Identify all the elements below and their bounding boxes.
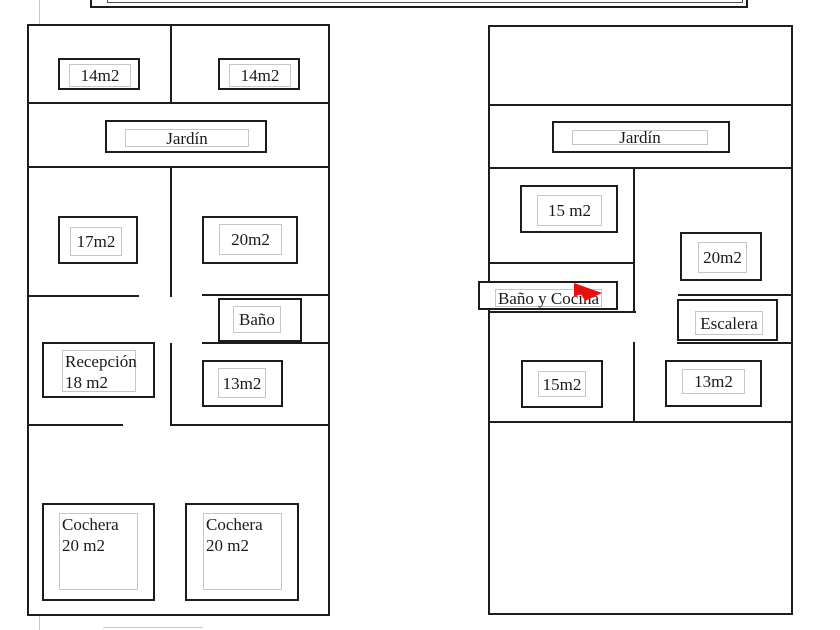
right-floor-plan-wall-7 [633,342,635,423]
right-floor-plan-wall-6 [677,342,793,344]
right-floor-plan-wall-1 [488,167,793,169]
label-text-room-20m2-right: 20m2 [703,248,742,267]
label-text-room-15m2-top: 15 m2 [548,201,591,220]
label-inner-room-13m2-right: 13m2 [682,369,745,394]
label-inner-bano: Baño [233,306,281,333]
bottom-left-guide [39,616,40,630]
left-floor-plan-wall-3 [170,166,172,297]
label-inner-room-17m2: 17m2 [70,227,122,256]
label-text-cochera-a: 20 m2 [62,536,105,555]
label-text-jardin-left: Jardín [166,128,208,148]
right-floor-plan-wall-5 [678,294,793,296]
label-text-cochera-b: Cochera [206,515,263,534]
label-text-room-13m2-right: 13m2 [694,372,733,391]
label-inner-cochera-b: Cochera 20 m2 [203,513,282,590]
label-text-cochera-a: Cochera [62,515,119,534]
right-floor-plan-wall-2 [633,167,635,312]
left-floor-plan-wall-0 [27,102,330,104]
label-inner-room-14m2-a: 14m2 [69,64,131,87]
label-inner-cochera-a: Cochera 20 m2 [59,513,138,590]
label-text-recepcion: 18 m2 [65,373,108,392]
left-floor-plan-wall-8 [27,424,123,426]
label-text-bano-y-cocina: Baño y Cocina [497,288,600,308]
label-text-room-14m2-a: 14m2 [80,66,120,85]
label-inner-room-14m2-b: 14m2 [229,64,291,87]
label-text-room-14m2-b: 14m2 [240,66,280,85]
label-inner-escalera: Escalera [695,311,763,335]
right-floor-plan-wall-3 [488,262,635,264]
left-floor-plan-wall-5 [202,294,330,296]
label-inner-room-20m2-right: 20m2 [698,242,747,273]
label-text-room-20m2-left: 20m2 [231,230,270,249]
label-text-cochera-b: 20 m2 [206,536,249,555]
red-cursor-arrow-icon [574,283,602,301]
top-text-frame-inner [107,0,743,3]
left-floor-plan-wall-6 [202,342,330,344]
label-text-jardin-right: Jardín [619,128,661,147]
left-floor-plan-wall-7 [170,343,172,426]
label-text-room-13m2-left: 13m2 [222,373,262,393]
label-box-room-13m2-right[interactable] [665,360,762,407]
label-inner-jardin-right: Jardín [572,128,708,147]
label-text-bano: Baño [239,310,275,329]
label-inner-room-20m2-left: 20m2 [219,224,282,255]
label-inner-room-13m2-left: 13m2 [218,368,266,398]
left-floor-plan-wall-9 [170,424,330,426]
left-floor-plan-wall-1 [170,24,172,104]
right-floor-plan-wall-4 [488,311,636,313]
label-text-room-15m2-bot: 15m2 [542,374,582,394]
right-floor-plan-wall-8 [488,421,793,423]
label-inner-room-15m2-top: 15 m2 [537,195,602,226]
label-text-room-17m2: 17m2 [76,232,116,251]
top-text-frame[interactable] [90,0,748,8]
label-inner-recepcion: Recepción 18 m2 [62,350,137,392]
label-text-escalera: Escalera [700,313,758,333]
left-floor-plan-wall-2 [27,166,330,168]
right-floor-plan-wall-0 [488,104,793,106]
label-text-recepcion: Recepción [65,352,137,371]
label-inner-room-15m2-bot: 15m2 [538,371,586,397]
top-left-guide [39,0,40,24]
bottom-guide [103,627,203,628]
label-inner-jardin-left: Jardín [125,128,249,148]
left-floor-plan-wall-4 [27,295,139,297]
